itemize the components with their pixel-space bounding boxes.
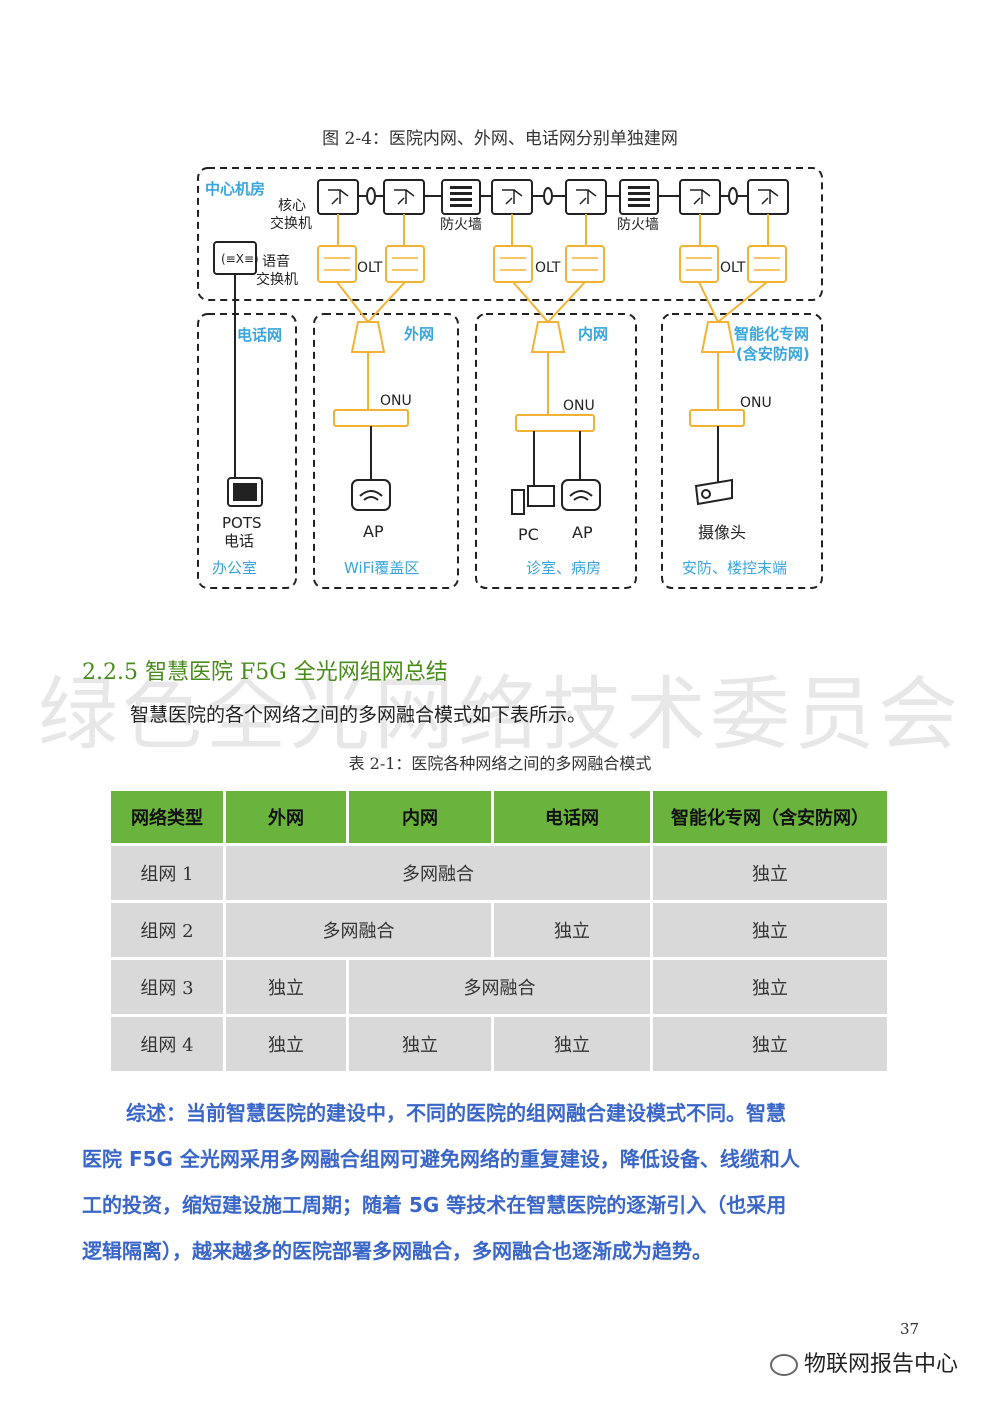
camera-label: 摄像头 [698, 523, 746, 542]
table-row: 组网 1 多网融合 独立 [111, 846, 887, 900]
intro-paragraph: 智慧医院的各个网络之间的多网融合模式如下表所示。 [130, 704, 587, 726]
header-network-type: 网络类型 [111, 791, 223, 843]
firewall-label-1: 防火墙 [440, 217, 482, 233]
voice-switch-label-2: 交换机 [256, 271, 298, 288]
table-cell: 独立 [653, 1017, 887, 1071]
table-cell: 独立 [494, 903, 650, 957]
zone-name-smart-1: 智能化专网 [734, 325, 809, 343]
table-cell: 多网融合 [349, 960, 650, 1014]
olt-label-3: OLT [720, 260, 746, 276]
camera-icon [694, 478, 733, 506]
firewall-label-2: 防火墙 [617, 217, 659, 233]
zone-area-phone: 办公室 [212, 559, 257, 577]
footer-brand: 物联网报告中心 [770, 1346, 958, 1378]
core-switch-icon [317, 179, 789, 215]
summary-line: 医院 F5G 全光网采用多网融合组网可避免网络的重复建设，降低设备、线缆和人 [82, 1147, 800, 1171]
zone-name-internal: 内网 [578, 325, 608, 343]
table-cell: 独立 [653, 846, 887, 900]
zone-box-internal [475, 313, 637, 589]
table-cell: 独立 [226, 960, 346, 1014]
watermark: 绿色全光网络技术委员会 [38, 668, 962, 761]
table-row: 组网 2 多网融合 独立 独立 [111, 903, 887, 957]
onu-icon [333, 409, 745, 432]
center-room-label: 中心机房 [205, 180, 265, 198]
table-cell: 独立 [653, 903, 887, 957]
page-number: 37 [900, 1320, 920, 1338]
zone-name-phone: 电话网 [237, 326, 282, 344]
onu-label-2: ONU [563, 398, 595, 414]
table-row: 组网 3 独立 多网融合 独立 [111, 960, 887, 1014]
table-cell: 多网融合 [226, 903, 491, 957]
mesh-mode-table: 网络类型 外网 内网 电话网 智能化专网（含安防网） 组网 1 多网融合 独立 … [108, 788, 890, 1074]
olt-label-2: OLT [535, 260, 561, 276]
table-row: 组网 4 独立 独立 独立 独立 [111, 1017, 887, 1071]
row-name: 组网 2 [111, 903, 223, 957]
row-name: 组网 4 [111, 1017, 223, 1071]
phone-device-label-2: 电话 [224, 532, 254, 550]
zone-name-smart-2: (含安防网) [736, 345, 810, 363]
wechat-icon [770, 1354, 798, 1376]
pc-icon [511, 485, 555, 515]
summary-line: 工的投资，缩短建设施工周期；随着 5G 等技术在智慧医院的逐渐引入（也采用 [82, 1193, 787, 1217]
summary-paragraph: 综述：当前智慧医院的建设中，不同的医院的组网融合建设模式不同。智慧 医院 F5G… [82, 1090, 922, 1274]
ap-label-internal: AP [572, 523, 593, 542]
header-external: 外网 [226, 791, 346, 843]
onu-label-1: ONU [380, 393, 412, 409]
zone-box-smart [661, 313, 823, 589]
telephone-icon [227, 477, 263, 507]
zone-area-internal: 诊室、病房 [526, 559, 601, 577]
core-switch-label-1: 核心 [278, 198, 306, 214]
table-cell: 独立 [349, 1017, 491, 1071]
table-header-row: 网络类型 外网 内网 电话网 智能化专网（含安防网） [111, 791, 887, 843]
row-name: 组网 1 [111, 846, 223, 900]
olt-label-1: OLT [357, 260, 383, 276]
phone-device-label-1: POTS [222, 514, 262, 532]
table-cell: 独立 [226, 1017, 346, 1071]
zone-area-external: WiFi覆盖区 [344, 559, 419, 577]
row-name: 组网 3 [111, 960, 223, 1014]
zone-box-phone [197, 313, 297, 589]
summary-line: 综述：当前智慧医院的建设中，不同的医院的组网融合建设模式不同。智慧 [126, 1101, 786, 1125]
access-point-icon [561, 479, 601, 511]
figure-caption: 图 2-4：医院内网、外网、电话网分别单独建网 [322, 129, 678, 149]
header-smart: 智能化专网（含安防网） [653, 791, 887, 843]
brand-name: 物联网报告中心 [804, 1352, 959, 1377]
table-cell: 多网融合 [226, 846, 650, 900]
voice-switch-label-1: 语音 [262, 253, 290, 270]
access-point-icon [351, 479, 391, 511]
summary-line: 逻辑隔离），越来越多的医院部署多网融合，多网融合也逐渐成为趋势。 [82, 1239, 712, 1263]
pc-label: PC [518, 525, 539, 544]
section-heading: 2.2.5 智慧医院 F5G 全光网组网总结 [82, 660, 448, 685]
zone-area-smart: 安防、楼控末端 [682, 559, 787, 577]
header-phone: 电话网 [494, 791, 650, 843]
table-cell: 独立 [653, 960, 887, 1014]
onu-label-3: ONU [740, 395, 772, 411]
table-cell: 独立 [494, 1017, 650, 1071]
svg-text:(≡X≡): (≡X≡) [221, 252, 259, 266]
network-diagram: 中心机房 电话网 外网 内网 智能化专网 (含安防网) 办公室 WiFi覆盖区 … [197, 167, 823, 589]
header-internal: 内网 [349, 791, 491, 843]
center-room-box [197, 167, 823, 301]
table-caption: 表 2-1：医院各种网络之间的多网融合模式 [348, 754, 652, 773]
zone-box-external [313, 313, 459, 589]
zone-name-external: 外网 [403, 325, 434, 343]
ap-label-external: AP [363, 522, 384, 541]
splitter-icon [350, 321, 736, 353]
core-switch-label-2: 交换机 [270, 215, 312, 232]
